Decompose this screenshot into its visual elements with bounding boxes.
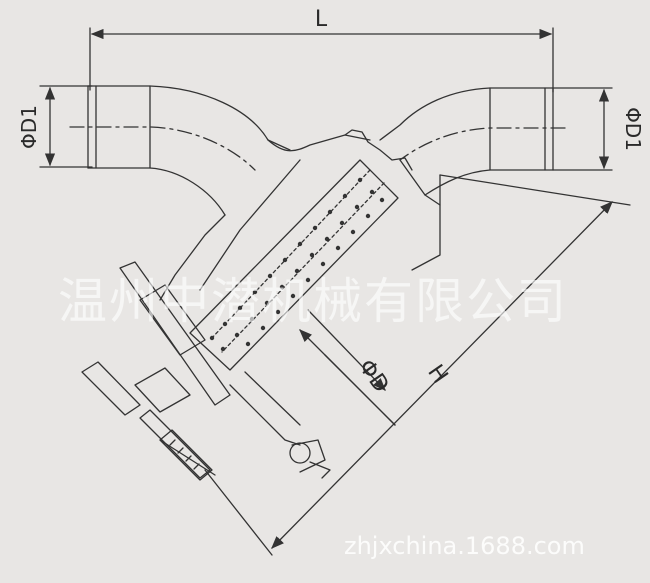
height-label: H (422, 360, 452, 388)
right-diameter-label: ΦD1 (621, 107, 645, 151)
left-diameter-label: ΦD1 (17, 105, 41, 149)
site-url-watermark: zhjxchina.1688.com (344, 532, 585, 560)
length-dimension (89, 27, 554, 93)
strainer-body (159, 129, 441, 301)
left-pipe (69, 85, 291, 216)
perforation-dots (209, 177, 385, 352)
clamp-bolt (229, 371, 331, 479)
bottom-flange (81, 261, 231, 481)
screen-basket (189, 159, 399, 371)
left-diameter-dimension (39, 85, 93, 168)
screen-diameter-label: ΦD (353, 355, 393, 397)
drain-plug (159, 429, 213, 481)
right-diameter-dimension (552, 87, 613, 171)
length-label: L (315, 7, 328, 32)
height-dimension (204, 174, 631, 556)
right-pipe (379, 87, 566, 196)
